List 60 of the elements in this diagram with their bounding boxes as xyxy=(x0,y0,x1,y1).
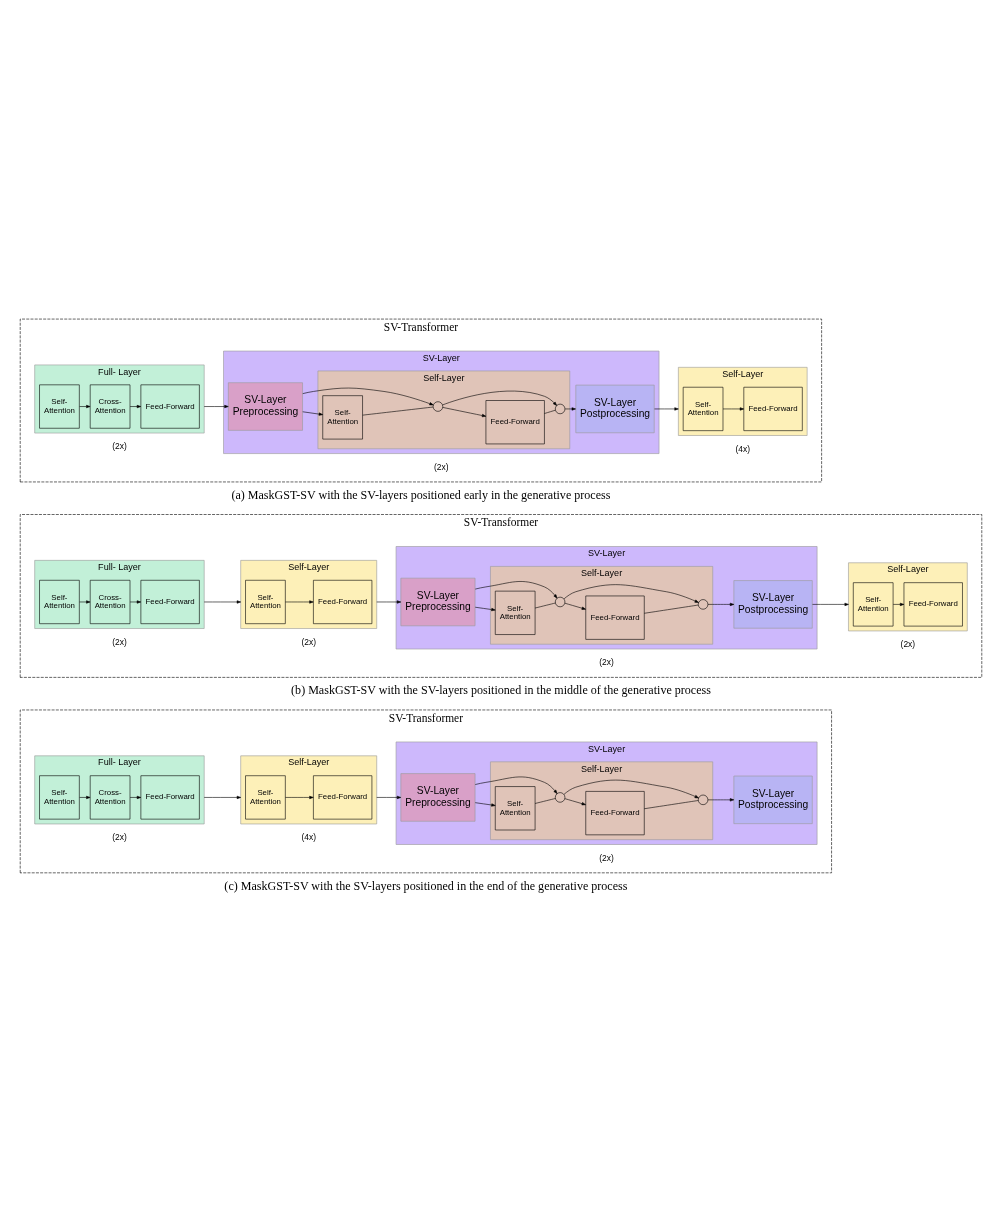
node-circle xyxy=(432,401,444,412)
node-label: (2x) xyxy=(112,832,127,843)
arrow xyxy=(79,600,91,604)
arrow xyxy=(442,407,487,418)
node-box: SV-Layer Preprocessing xyxy=(400,773,476,822)
arrow xyxy=(302,387,434,406)
arrow xyxy=(203,404,229,409)
connector xyxy=(534,798,556,804)
arrow xyxy=(564,602,586,610)
node-label: (2x) xyxy=(434,462,449,472)
arrow xyxy=(203,795,241,799)
arrow xyxy=(722,407,745,411)
node-label: (a) MaskGST-SV with the SV-layers positioned early in the generative process xyxy=(231,487,611,502)
arrow xyxy=(892,602,905,606)
node-label: (2x) xyxy=(599,852,614,863)
arrow xyxy=(376,600,402,604)
connector xyxy=(544,409,556,414)
arrow xyxy=(563,779,699,799)
arrow xyxy=(285,600,314,604)
connector xyxy=(644,604,699,614)
node-circle xyxy=(555,792,566,803)
node-box: SV-Layer Preprocessing xyxy=(400,577,476,627)
arrow xyxy=(442,390,557,406)
arrow xyxy=(129,600,142,604)
arrow xyxy=(79,795,91,799)
arrow xyxy=(564,798,586,806)
arrow xyxy=(129,404,142,409)
arrow xyxy=(474,776,558,794)
arrow xyxy=(707,602,735,606)
arrow xyxy=(302,411,323,416)
connector xyxy=(644,800,699,810)
node-label: (2x) xyxy=(112,636,127,647)
arrow xyxy=(707,798,735,802)
arrow xyxy=(563,584,699,603)
node-box: SV-Layer Postprocessing xyxy=(733,580,813,629)
node-box: SV-Layer Preprocessing xyxy=(228,382,303,431)
arrow xyxy=(285,795,314,799)
node-label: (b) MaskGST-SV with the SV-layers positioned in the middle of the generative process xyxy=(291,683,711,698)
node-label: (c) MaskGST-SV with the SV-layers positioned in the end of the generative process xyxy=(224,878,628,893)
node-circle xyxy=(697,794,709,805)
arrow xyxy=(654,407,679,411)
node-label: (2x) xyxy=(599,657,614,668)
node-label: (2x) xyxy=(900,639,916,650)
arrow xyxy=(812,602,849,606)
arrow xyxy=(474,581,558,599)
connector xyxy=(362,406,434,416)
arrow xyxy=(203,600,241,604)
node-circle xyxy=(697,599,709,610)
arrow xyxy=(129,795,142,799)
node-label: (4x) xyxy=(301,832,316,843)
arrow xyxy=(376,795,402,799)
node-box: SV-Layer Postprocessing xyxy=(575,384,655,434)
node-label: (2x) xyxy=(112,441,127,452)
arrow xyxy=(474,802,496,807)
node-label: (2x) xyxy=(301,636,316,647)
arrow xyxy=(474,606,496,612)
node-label: (4x) xyxy=(735,443,751,454)
node-box: SV-Layer Postprocessing xyxy=(733,775,813,824)
arrow xyxy=(79,404,91,409)
arrow xyxy=(564,407,576,411)
